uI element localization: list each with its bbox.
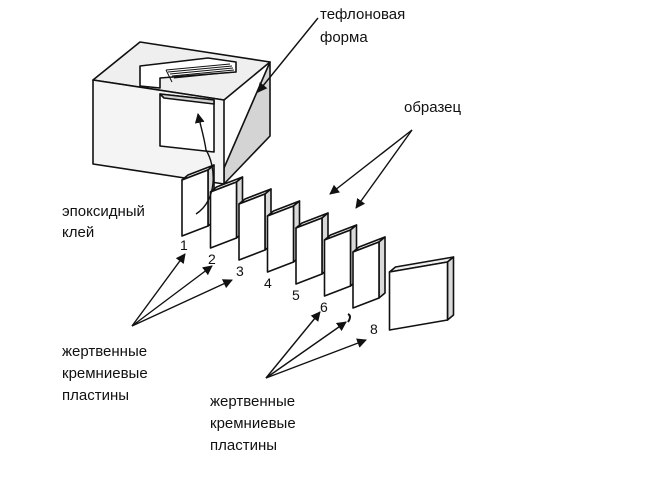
sacrificial-left-label-line2: кремниевые <box>62 365 148 382</box>
plate-number-1: 1 <box>180 237 188 253</box>
plate-1 <box>181 164 215 237</box>
plate-4 <box>266 200 301 273</box>
plate-number-5: 5 <box>292 287 300 303</box>
plate-front-face <box>181 169 209 237</box>
epoxy-pointer <box>194 113 214 215</box>
plate-number-6: 6 <box>320 299 328 315</box>
sample-pointer-1 <box>329 129 413 195</box>
plate-3 <box>238 188 272 261</box>
plate-front-face <box>388 261 449 331</box>
sacrificial-right-arrow-3 <box>265 338 367 379</box>
plate-5 <box>295 212 329 285</box>
plate-8 <box>388 256 455 331</box>
plate-number-3: 3 <box>236 263 244 279</box>
teflon-pointer <box>257 17 319 93</box>
plate-number-7-mark <box>347 313 351 323</box>
teflon-label-line1: тефлоновая <box>320 6 405 23</box>
teflon-label-line2: форма <box>320 29 368 46</box>
plate-6 <box>323 224 358 297</box>
sacrificial-left-arrow-1 <box>131 253 186 327</box>
plate-front-face <box>323 229 352 297</box>
plate-number-4: 4 <box>264 275 272 291</box>
sacrificial-right-label-line1: жертвенные <box>210 393 295 410</box>
plate-number-2: 2 <box>208 251 216 267</box>
sacrificial-right-label-line3: пластины <box>210 437 277 454</box>
epoxy-label-line1: эпоксидный <box>62 203 145 220</box>
plate-front-face <box>238 193 266 261</box>
sample-pointer-2 <box>355 129 413 209</box>
plate-number-8: 8 <box>370 321 378 337</box>
plate-front-face <box>209 181 238 249</box>
sacrificial-left-label-line3: пластины <box>62 387 129 404</box>
epoxy-label-line2: клей <box>62 224 94 241</box>
sacrificial-right-arrow-2 <box>265 321 347 379</box>
plate-side-face <box>446 256 455 321</box>
teflon-mold <box>92 41 271 185</box>
pointer-lines <box>131 17 413 379</box>
sample-label: образец <box>404 99 462 116</box>
plate-front-face <box>352 241 380 309</box>
plate-front-face <box>266 205 295 273</box>
plate-stack <box>181 164 455 331</box>
plate-front-face <box>295 217 323 285</box>
sacrificial-left-arrow-3 <box>131 279 233 327</box>
sacrificial-left-arrow-2 <box>131 265 213 327</box>
plate-side-face <box>378 236 386 299</box>
plate-7 <box>352 236 386 309</box>
labels: тефлоновая форма образец эпоксидный клей… <box>62 6 462 454</box>
sacrificial-right-arrow-1 <box>265 311 321 379</box>
plate-2 <box>209 176 244 249</box>
plate-numbers: 1 2 3 4 5 6 8 <box>180 237 378 337</box>
sacrificial-left-label-line1: жертвенные <box>62 343 147 360</box>
sacrificial-right-label-line2: кремниевые <box>210 415 296 432</box>
